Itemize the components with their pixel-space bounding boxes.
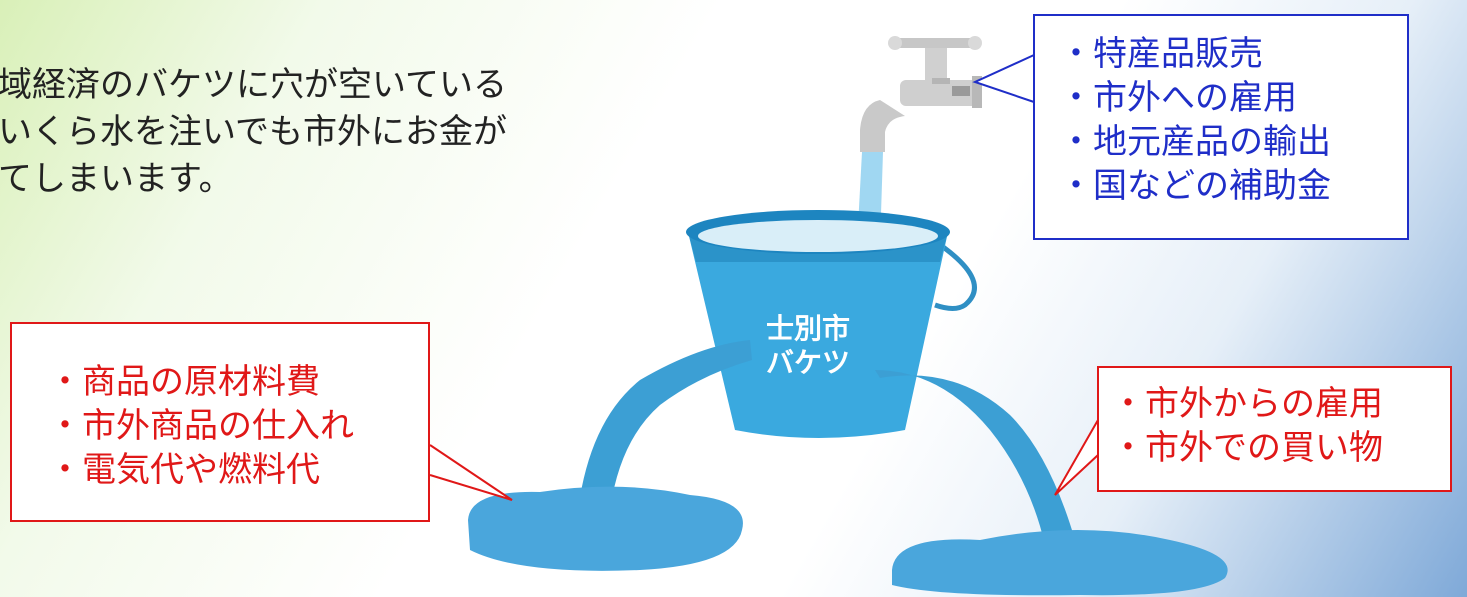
right-puddle xyxy=(892,530,1228,596)
inflow-item: ・国などの補助金 xyxy=(1059,166,1331,206)
left-callout-pointer xyxy=(429,444,513,501)
intro-line: いくら水を注いでも市外にお金が xyxy=(0,112,507,152)
left-outflow-callout: ・商品の原材料費 ・市外商品の仕入れ ・電気代や燃料代 xyxy=(10,322,430,522)
intro-line: てしまいます。 xyxy=(0,159,233,199)
outflow-item: ・市外商品の仕入れ xyxy=(48,406,354,446)
outflow-item: ・市外での買い物 xyxy=(1111,428,1383,468)
inflow-callout: ・特産品販売 ・市外への雇用 ・地元産品の輸出 ・国などの補助金 xyxy=(1033,14,1409,240)
outflow-item: ・市外からの雇用 xyxy=(1111,384,1383,424)
outflow-item: ・電気代や燃料代 xyxy=(48,450,320,490)
bucket-label-line: バケツ xyxy=(765,346,850,379)
bucket-handle xyxy=(928,235,977,311)
left-outflow-stream xyxy=(578,340,752,510)
bucket-body xyxy=(688,232,948,438)
intro-line: 域経済のバケツに穴が空いている xyxy=(0,65,507,105)
bucket-label-line: 士別市 xyxy=(765,312,850,345)
faucet-icon xyxy=(860,36,982,152)
inflow-callout-pointer xyxy=(972,54,1035,103)
inflow-item: ・市外への雇用 xyxy=(1059,78,1297,118)
bucket-label: 士別市 バケツ xyxy=(753,312,863,380)
right-outflow-callout: ・市外からの雇用 ・市外での買い物 xyxy=(1097,366,1452,492)
right-outflow-stream xyxy=(875,370,1075,545)
right-callout-pointer xyxy=(1054,419,1099,496)
left-puddle xyxy=(468,486,743,571)
inflow-item: ・特産品販売 xyxy=(1059,34,1263,74)
outflow-item: ・商品の原材料費 xyxy=(48,362,320,402)
inflow-item: ・地元産品の輸出 xyxy=(1059,122,1331,162)
intro-text: 域経済のバケツに穴が空いている いくら水を注いでも市外にお金が てしまいます。 xyxy=(0,62,507,203)
